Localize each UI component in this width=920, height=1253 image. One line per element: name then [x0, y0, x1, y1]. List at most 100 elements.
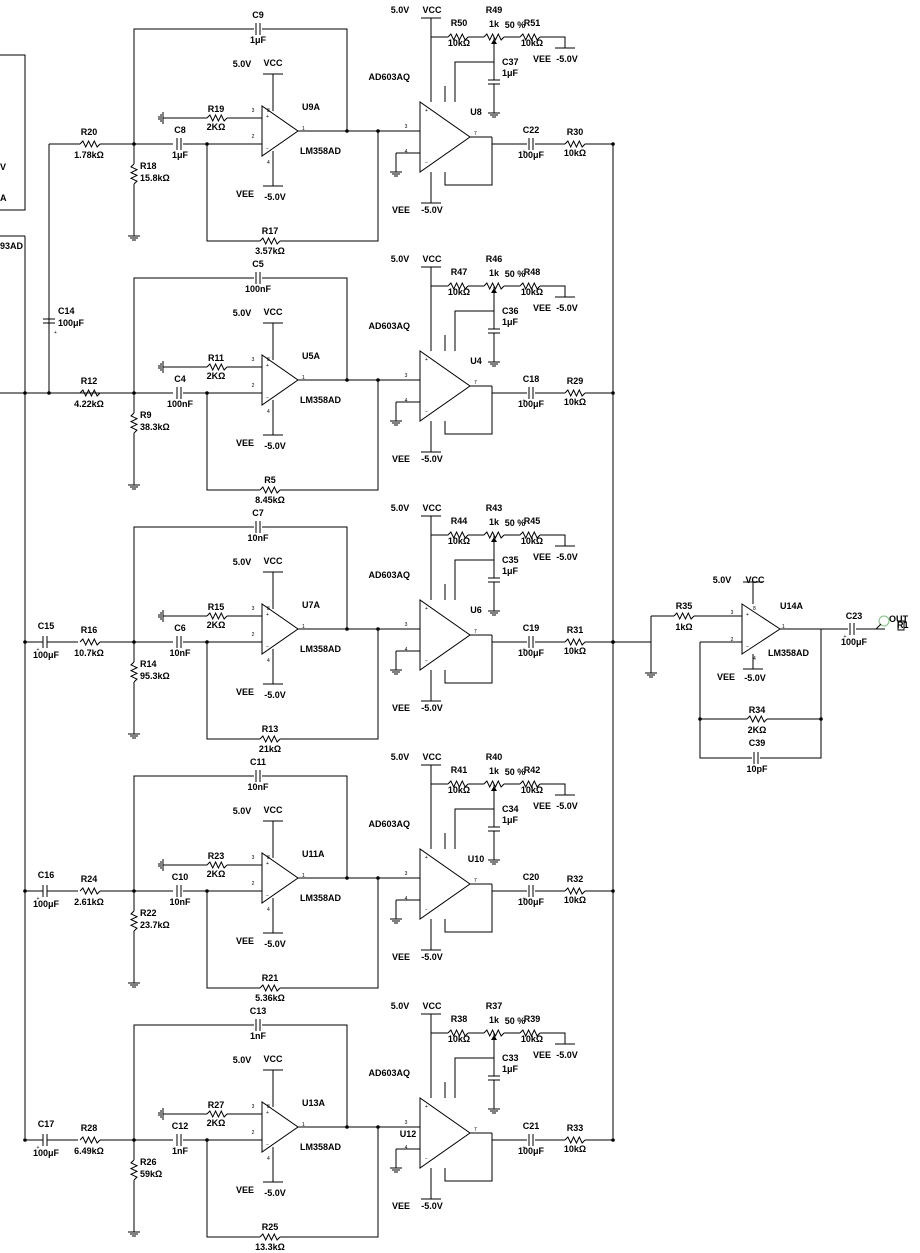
component-value: 10kΩ	[448, 1034, 470, 1044]
component-ref: U14A	[780, 601, 804, 611]
component-ref: U12	[400, 1129, 417, 1139]
wire	[280, 1127, 379, 1238]
wire	[262, 277, 348, 380]
plus-sign: +	[425, 855, 428, 861]
wire	[540, 534, 566, 546]
component-part: LM358AD	[300, 146, 342, 156]
supply-name: VEE	[236, 189, 254, 199]
component-value: 23.7kΩ	[140, 920, 170, 930]
component-part: AD603AQ	[368, 570, 410, 580]
opamp-symbol	[261, 603, 299, 655]
component-ref: R19	[208, 104, 225, 114]
supply-name: VCC	[422, 503, 442, 513]
component-ref: R44	[451, 516, 468, 526]
component-ref: R16	[81, 625, 98, 635]
junction-dot	[23, 1138, 27, 1142]
component-ref: C18	[523, 374, 540, 384]
wire	[280, 380, 379, 491]
component-value: 10kΩ	[564, 1144, 586, 1154]
cropped-component-box	[0, 54, 26, 211]
plus-sign: +	[266, 861, 269, 867]
supply-voltage: 5.0V	[233, 1055, 252, 1065]
component-ref: R26	[140, 1157, 157, 1167]
resistor-symbol	[673, 611, 695, 621]
component-value: 10kΩ	[448, 38, 470, 48]
component-value: 100μF	[33, 650, 60, 660]
supply-voltage: -5.0V	[421, 952, 443, 962]
supply-voltage: -5.0V	[421, 1201, 443, 1211]
supply-voltage: -5.0V	[421, 454, 443, 464]
component-ref: R43	[486, 503, 503, 513]
component-ref: R21	[262, 973, 279, 983]
pin-number: 1	[302, 624, 305, 630]
component-value: 1k	[489, 19, 500, 29]
component-value: 6.49kΩ	[74, 1146, 104, 1156]
supply-name: VEE	[392, 1201, 410, 1211]
component-ref: R5	[264, 475, 276, 485]
component-ref: R46	[486, 254, 503, 264]
probe-label: OUT	[889, 614, 909, 624]
pin-number: 2	[252, 383, 255, 389]
resistor-symbol	[206, 611, 228, 621]
supply-name: VCC	[422, 752, 442, 762]
resistor-symbol	[259, 734, 281, 744]
wire	[767, 629, 822, 720]
wire	[444, 137, 493, 186]
pin-number: 3	[252, 1104, 255, 1110]
component-ref: C34	[502, 804, 519, 814]
polarity-mark: +	[54, 330, 57, 336]
component-value: 1.78kΩ	[74, 150, 104, 160]
component-value: 100μF	[58, 318, 85, 328]
pin-number: 3	[731, 610, 734, 616]
component-ref: C7	[252, 508, 264, 518]
component-value: 1k	[489, 268, 500, 278]
supply-voltage: 5.0V	[391, 5, 410, 15]
minus-sign: −	[425, 409, 428, 415]
component-part: AD603AQ	[368, 819, 410, 829]
component-value: 10kΩ	[448, 536, 470, 546]
component-value: 21kΩ	[259, 744, 281, 754]
pin-number: 4	[405, 149, 408, 155]
resistor-symbol	[259, 485, 281, 495]
plus-sign: +	[425, 606, 428, 612]
supply-voltage: -5.0V	[556, 303, 578, 313]
wire	[454, 1057, 494, 1098]
supply-voltage: 5.0V	[391, 254, 410, 264]
component-ref: R38	[451, 1014, 468, 1024]
plus-sign: +	[425, 357, 428, 363]
supply-voltage: 5.0V	[233, 557, 252, 567]
resistor-symbol	[519, 1028, 541, 1038]
component-value: 100nF	[245, 284, 272, 294]
minus-sign: −	[266, 644, 269, 650]
wire	[454, 61, 494, 102]
minus-sign: −	[425, 1156, 428, 1162]
opamp-symbol	[261, 354, 299, 406]
wire	[206, 1140, 260, 1238]
component-ref: C9	[252, 10, 264, 20]
component-value: 100μF	[518, 399, 545, 409]
pin-number: 3	[405, 622, 408, 628]
wire	[133, 28, 254, 144]
pin-number: 4	[405, 398, 408, 404]
wire	[206, 642, 260, 740]
junction-dot	[611, 640, 615, 644]
wire	[540, 285, 566, 297]
pin-number: 3	[405, 1120, 408, 1126]
resistor-symbol	[129, 1159, 139, 1181]
wire	[206, 891, 260, 989]
supply-voltage: -5.0V	[556, 552, 578, 562]
pin-number: 2	[252, 881, 255, 887]
component-ref: C16	[38, 870, 55, 880]
component-ref: R9	[140, 410, 152, 420]
component-ref: U8	[470, 107, 482, 117]
pin-number: 7	[474, 131, 477, 137]
wire	[760, 719, 822, 759]
component-ref: R13	[262, 724, 279, 734]
component-value: 15.8kΩ	[140, 173, 170, 183]
pin-number: 8	[267, 606, 270, 612]
component-ref: R14	[140, 659, 157, 669]
component-part: AD603AQ	[368, 1068, 410, 1078]
